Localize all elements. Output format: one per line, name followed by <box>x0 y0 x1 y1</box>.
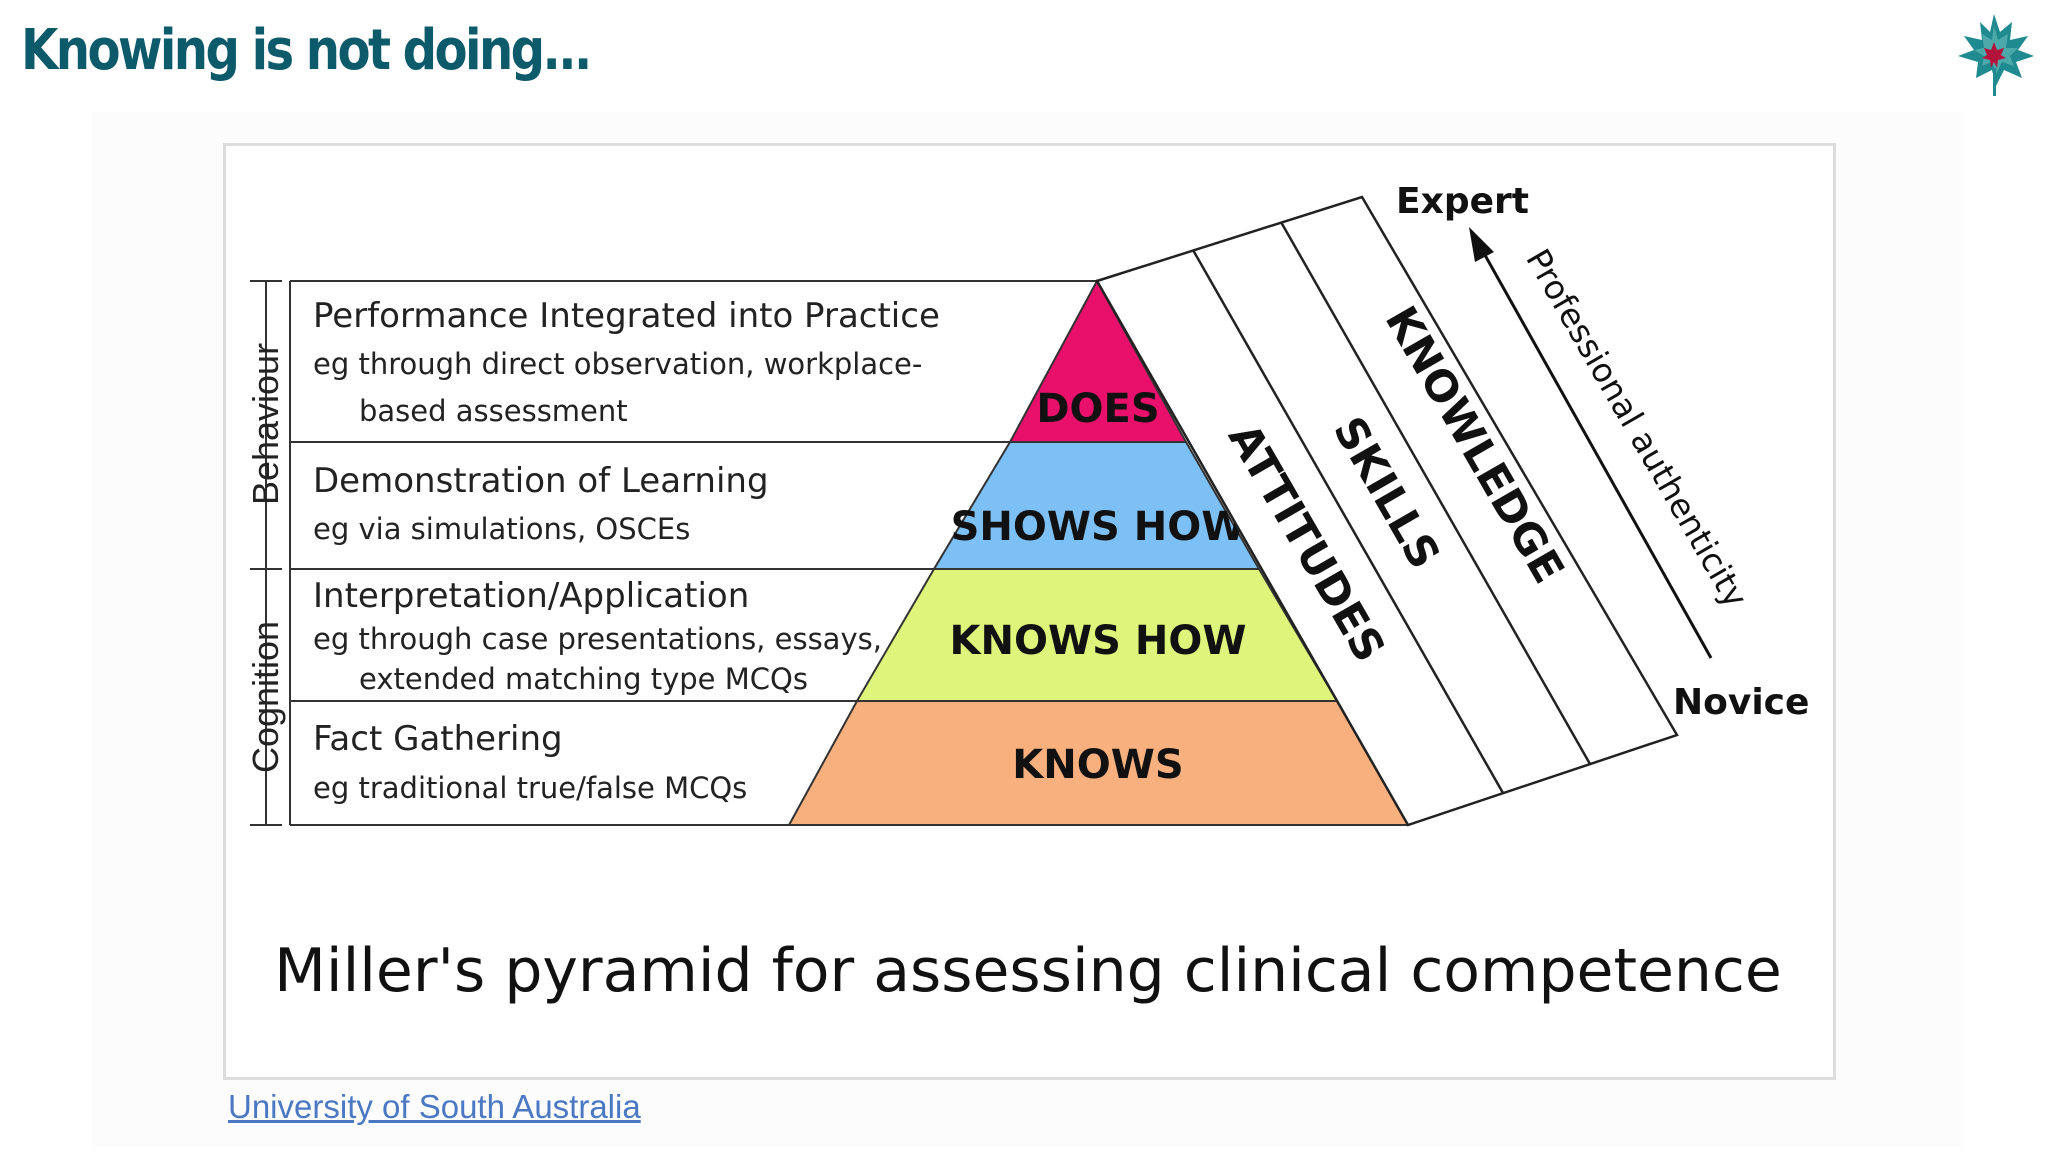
level-label-knows-how: KNOWS HOW <box>950 618 1247 664</box>
level-detail-knows-how-2: extended matching type MCQs <box>359 662 808 696</box>
level-detail-does-1: eg through direct observation, workplace… <box>313 347 922 381</box>
level-detail-shows-how: eg via simulations, OSCEs <box>313 512 690 546</box>
level-label-shows-how: SHOWS HOW <box>951 504 1246 550</box>
axis-bottom-label: Novice <box>1673 682 1809 723</box>
level-heading-shows-how: Demonstration of Learning <box>313 461 769 501</box>
level-label-does: DOES <box>1036 386 1159 432</box>
source-link[interactable]: University of South Australia <box>228 1088 641 1125</box>
level-heading-does: Performance Integrated into Practice <box>313 296 940 336</box>
cognition-label: Cognition <box>245 621 286 773</box>
axis-top-label: Expert <box>1396 181 1529 222</box>
authenticity-arrow <box>1469 227 1713 659</box>
level-label-knows: KNOWS <box>1012 742 1183 788</box>
behaviour-label: Behaviour <box>245 343 286 505</box>
level-heading-knows: Fact Gathering <box>313 719 563 759</box>
level-detail-does-2: based assessment <box>359 394 628 428</box>
slide-title: Knowing is not doing... <box>21 18 592 83</box>
level-heading-knows-how: Interpretation/Application <box>313 576 749 616</box>
level-detail-knows: eg traditional true/false MCQs <box>313 771 747 805</box>
level-detail-knows-how-1: eg through case presentations, essays, <box>313 622 882 656</box>
side-bracket <box>250 280 282 826</box>
competence-side-panel <box>1095 195 1679 827</box>
maple-leaf-logo-icon <box>1958 14 2034 96</box>
diagram-caption: Miller's pyramid for assessing clinical … <box>274 936 1782 1006</box>
